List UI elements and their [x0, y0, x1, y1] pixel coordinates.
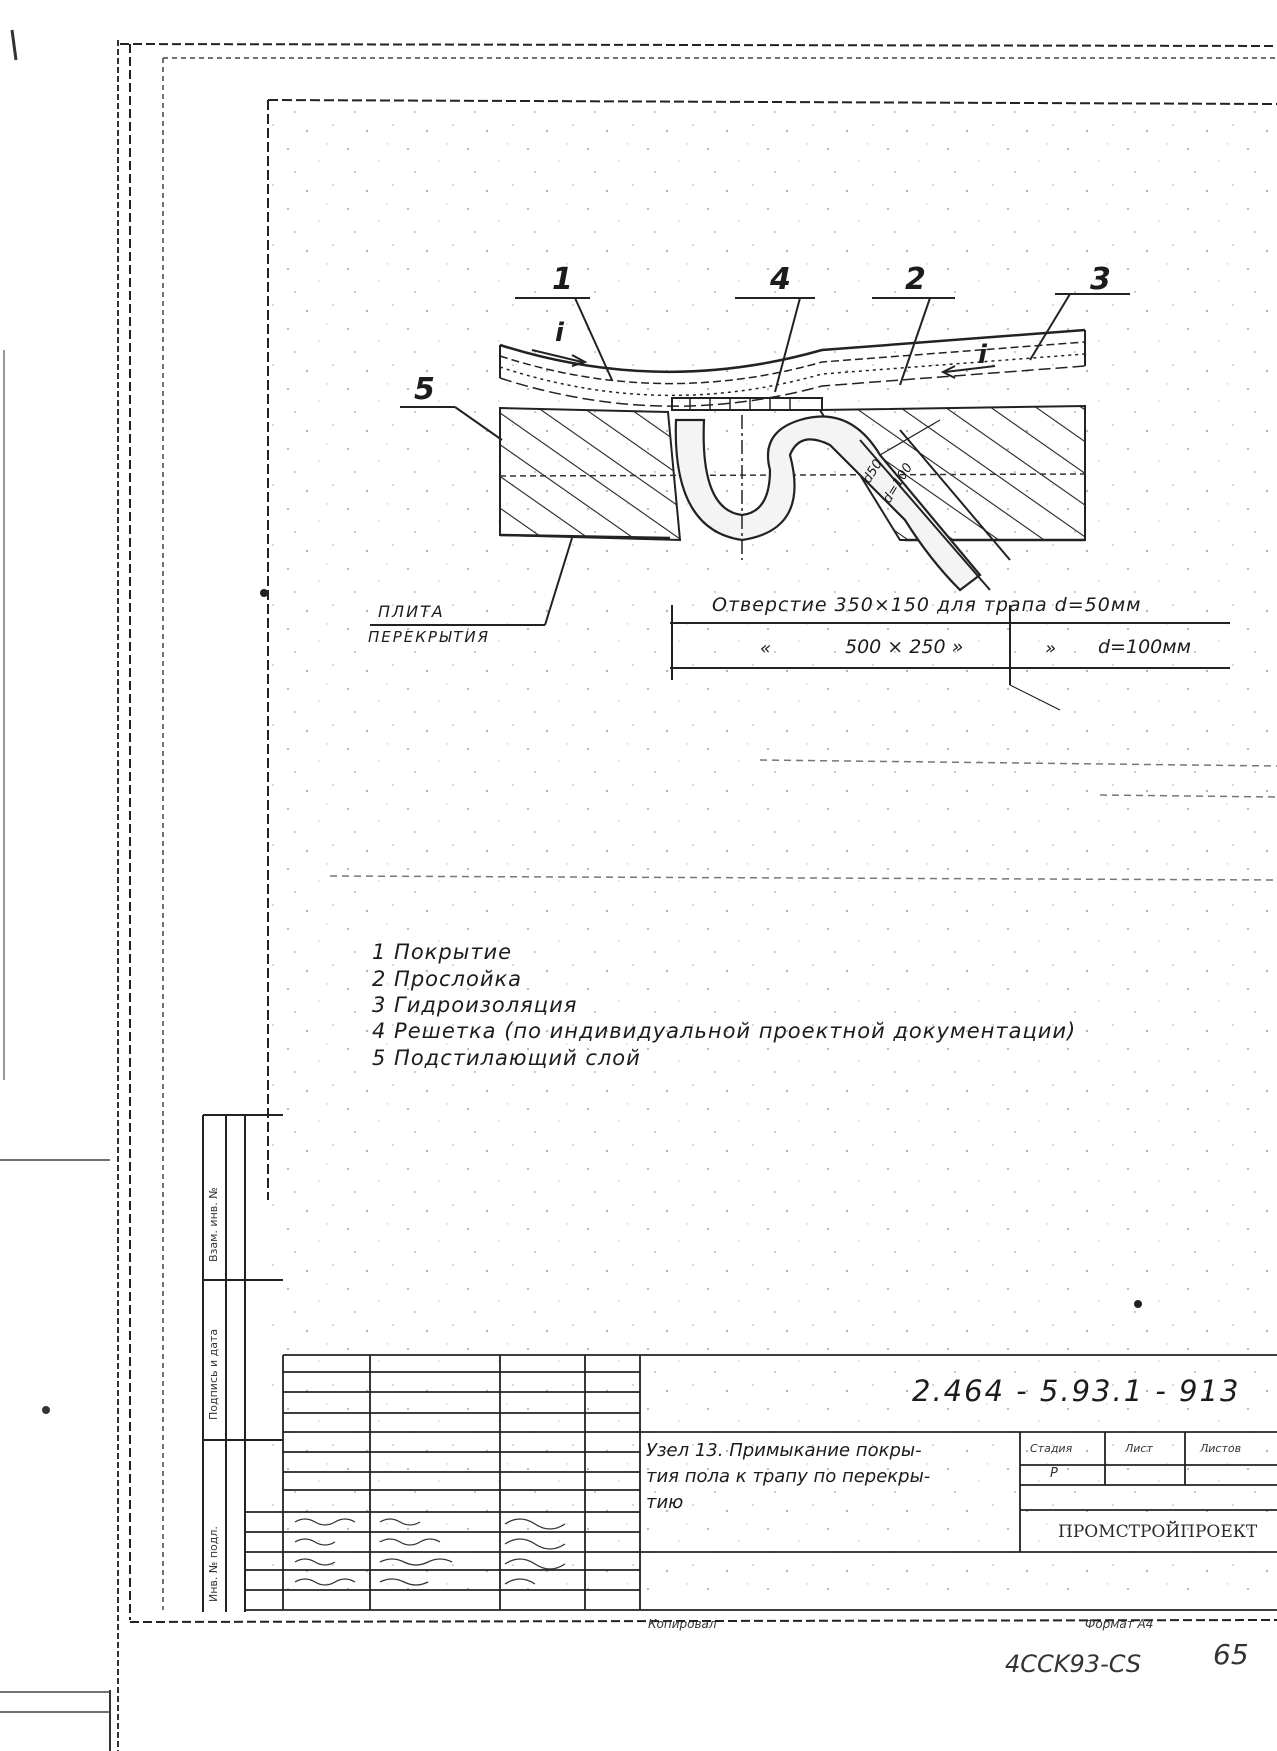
- legend-item-4: 4 Решетка (по индивидуальной проектной д…: [372, 1019, 1077, 1043]
- title-block-lines: [245, 1354, 1277, 1611]
- document-code: 2.464 - 5.93.1 - 913: [912, 1374, 1241, 1408]
- title-line-3: тию: [646, 1492, 684, 1513]
- legend-item-3: 3 Гидроизоляция: [372, 993, 578, 1017]
- format-label: Формат А4: [1085, 1617, 1154, 1631]
- stage-value: Р: [1050, 1466, 1058, 1481]
- sheet-frames: [119, 43, 1277, 1623]
- opening-row-2-ditto-b: »: [1045, 638, 1057, 659]
- side-stamp-lines: [202, 1114, 283, 1612]
- opening-row-2-diameter: d=100мм: [1098, 636, 1191, 658]
- binding-edge: [0, 29, 119, 1751]
- legend-item-5: 5 Подстилающий слой: [372, 1046, 641, 1070]
- side-stamp-signature-date: Подпись и дата: [207, 1328, 220, 1420]
- side-stamp-replace-inv: Взам. инв. №: [207, 1187, 220, 1262]
- slab-label-1: ПЛИТА: [378, 602, 445, 621]
- callout-5: 5: [414, 372, 435, 407]
- floor-section: [499, 328, 1086, 592]
- title-line-1: Узел 13. Примыкание покры-: [646, 1440, 922, 1461]
- slope-mark-left: i: [555, 318, 564, 348]
- side-stamp-inv-original: Инв. № подл.: [207, 1526, 220, 1602]
- slab-label-2: ПЕРЕКРЫТИЯ: [368, 628, 491, 646]
- organization-name: ПРОМСТРОЙПРОЕКТ: [1058, 1522, 1258, 1542]
- legend-item-1: 1 Покрытие: [372, 940, 513, 964]
- callout-3: 3: [1090, 262, 1111, 297]
- handwritten-archive-number: 4CCK93-CS: [1005, 1650, 1142, 1678]
- legend-item-2: 2 Прослойка: [372, 967, 523, 991]
- copied-by-label: Копировал: [648, 1617, 717, 1631]
- sheet-header: Лист: [1125, 1442, 1153, 1455]
- stage-header: Стадия: [1030, 1442, 1073, 1455]
- callout-2: 2: [905, 262, 926, 297]
- opening-row-2-size: 500 × 250 »: [845, 636, 964, 658]
- page-number: 65: [1213, 1638, 1249, 1671]
- callout-leaders: [370, 293, 1130, 626]
- title-line-2: тия пола к трапу по перекры-: [646, 1466, 931, 1487]
- opening-row-2-ditto-a: «: [760, 638, 772, 659]
- sheets-header: Листов: [1200, 1442, 1242, 1455]
- callout-1: 1: [552, 262, 573, 297]
- callout-4: 4: [770, 262, 791, 297]
- slope-mark-right: i: [978, 340, 987, 370]
- opening-table-lines: [670, 605, 1230, 711]
- opening-row-1: Отверстие 350×150 для трапа d=50мм: [712, 594, 1142, 616]
